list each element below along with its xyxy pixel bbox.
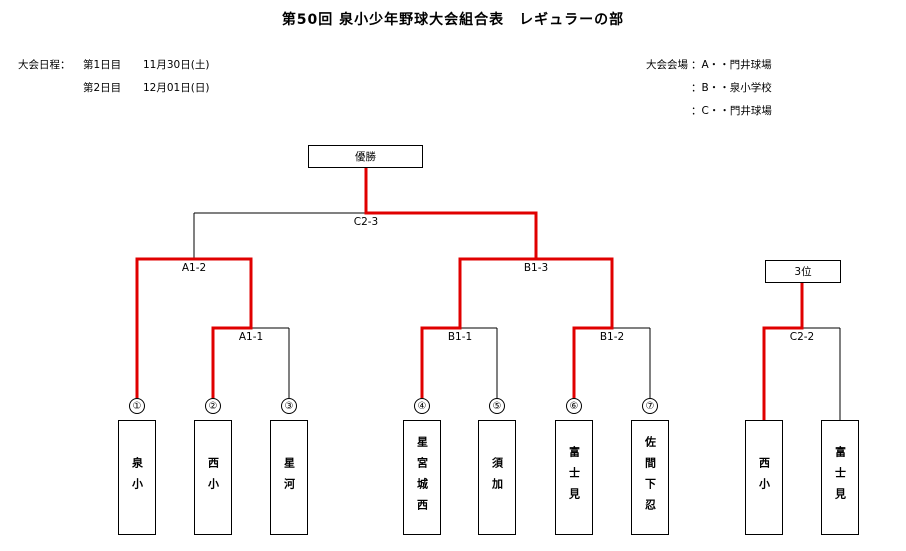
schedule-label: 大会日程： (18, 59, 71, 71)
venue-c: ：C・・門井球場 (691, 105, 772, 117)
team-name: 須加 (490, 456, 504, 499)
third-place-box: 3位 (765, 260, 841, 283)
venue-a: ：A・・門井球場 (691, 59, 772, 71)
team-name: 星河 (282, 456, 296, 499)
seed-4: ④ (414, 398, 430, 414)
venue-label: 大会会場 (646, 59, 688, 71)
team-box-4: 星宮城西 (403, 420, 441, 535)
team-name: 西小 (206, 456, 220, 499)
seed-5: ⑤ (489, 398, 505, 414)
third-team-box-1: 西小 (745, 420, 783, 535)
match-b13-label: B1-3 (523, 262, 549, 274)
team-name: 星宮城西 (415, 435, 429, 520)
match-a12-label: A1-2 (181, 262, 207, 274)
team-box-2: 西小 (194, 420, 232, 535)
day1-label: 第1日目 (83, 59, 122, 71)
team-box-3: 星河 (270, 420, 308, 535)
seed-6: ⑥ (566, 398, 582, 414)
seed-2: ② (205, 398, 221, 414)
day1-date: 11月30日(土) (143, 59, 210, 71)
seed-7: ⑦ (642, 398, 658, 414)
day2-date: 12月01日(日) (143, 82, 210, 94)
team-name: 富士見 (567, 446, 581, 509)
team-box-5: 須加 (478, 420, 516, 535)
match-b11-label: B1-1 (447, 331, 473, 343)
seed-3: ③ (281, 398, 297, 414)
match-final-label: C2-3 (353, 216, 379, 228)
day2-label: 第2日目 (83, 82, 122, 94)
venue-b: ：B・・泉小学校 (691, 82, 772, 94)
team-name: 泉小 (130, 456, 144, 499)
final-winner-path (364, 168, 538, 259)
b13-winner-path-left (420, 257, 536, 398)
a12-winner-path-left (135, 257, 194, 398)
match-b12-label: B1-2 (599, 331, 625, 343)
team-box-7: 佐間下忍 (631, 420, 669, 535)
a12-winner-path-right (194, 257, 253, 398)
b13-winner-path-right (536, 257, 614, 398)
match-c22-label: C2-2 (789, 331, 815, 343)
champion-box: 優勝 (308, 145, 423, 168)
team-name: 佐間下忍 (643, 435, 657, 520)
match-a11-label: A1-1 (238, 331, 264, 343)
page-title: 第50回 泉小少年野球大会組合表 レギュラーの部 (281, 12, 625, 28)
team-box-1: 泉小 (118, 420, 156, 535)
team-box-6: 富士見 (555, 420, 593, 535)
c22-winner-path (762, 283, 804, 420)
seed-1: ① (129, 398, 145, 414)
third-team-box-2: 富士見 (821, 420, 859, 535)
team-name: 西小 (757, 456, 771, 499)
team-name: 富士見 (833, 446, 847, 509)
